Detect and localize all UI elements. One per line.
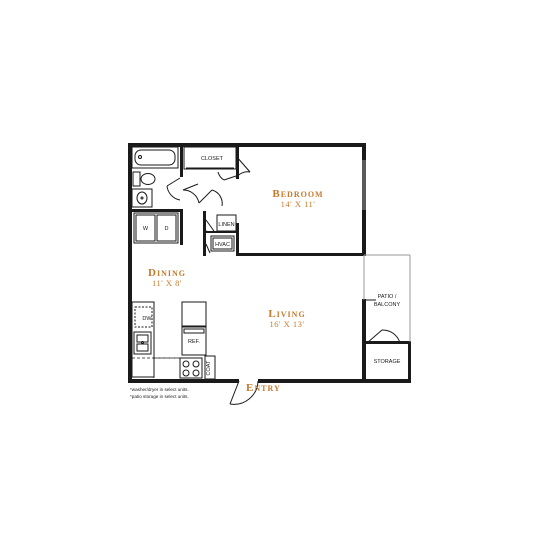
bath-door	[166, 177, 181, 201]
dryer-label: D	[165, 226, 169, 232]
living-name: Living	[268, 308, 305, 320]
pantry-cabinet	[181, 301, 207, 327]
closet-label: CLOSET	[201, 156, 224, 162]
closet-doors	[183, 146, 251, 181]
interior-walls	[130, 147, 411, 344]
footnote-patio: *patio storage in select units.	[130, 394, 189, 399]
entry-label: Entry	[246, 382, 281, 394]
kitchen-sink	[133, 331, 152, 355]
linen-door	[205, 219, 215, 233]
hall-doors	[182, 183, 223, 207]
hvac-door	[205, 243, 211, 254]
windows	[362, 160, 366, 210]
coat-label: COAT	[206, 360, 212, 376]
refrigerator-label: REF.	[188, 339, 200, 345]
storage-label: STORAGE	[374, 359, 401, 365]
exterior-walls	[128, 143, 411, 383]
stove	[179, 357, 203, 379]
living-dims: 16' X 13'	[270, 319, 305, 329]
hvac-closet	[210, 235, 235, 252]
washer-dryer	[133, 212, 179, 244]
dining-name: Dining	[148, 267, 186, 279]
patio-outline	[363, 254, 411, 342]
coat-closet	[204, 355, 216, 380]
patio-label-line1: PATIO /	[378, 294, 397, 300]
bedroom-name: Bedroom	[272, 188, 323, 200]
patio-label-line2: BALCONY	[374, 302, 401, 308]
dishwasher	[134, 306, 153, 328]
linen-label: LINEN	[218, 222, 234, 228]
linen-closet	[216, 214, 237, 232]
refrigerator	[181, 326, 207, 356]
bath-sink	[131, 188, 153, 208]
bedroom-dims: 14' X 11'	[281, 199, 316, 209]
bathtub	[131, 146, 179, 169]
dining-dims: 11' X 8'	[152, 278, 182, 288]
dishwasher-label: DW	[142, 316, 152, 322]
footnote-washer: *washer/dryer in select units.	[130, 387, 189, 392]
washer-label: W	[143, 226, 149, 232]
toilet	[132, 171, 156, 187]
hvac-label: HVAC	[215, 242, 230, 248]
entry-door	[229, 380, 259, 405]
storage-door	[366, 329, 401, 344]
